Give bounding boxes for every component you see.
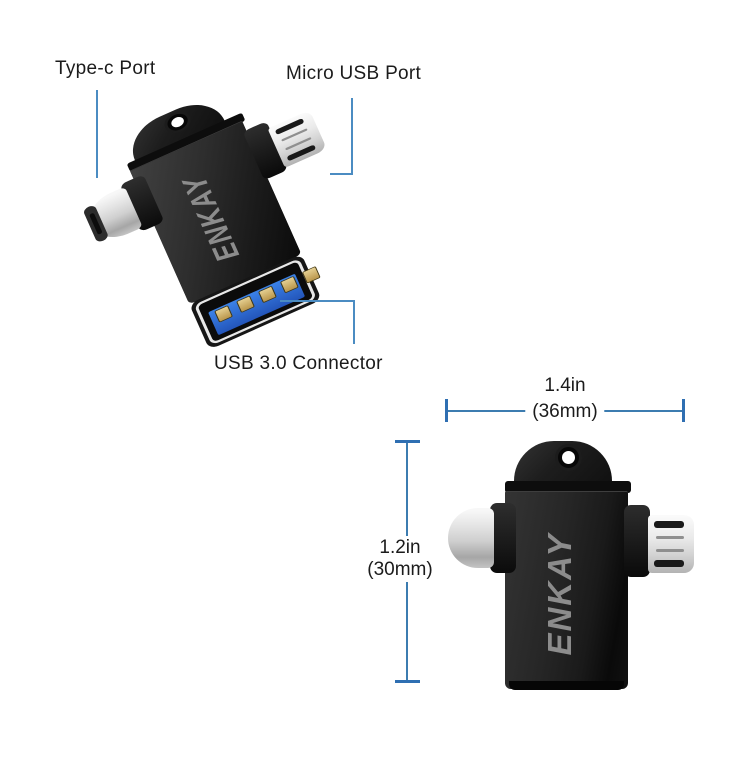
adapter-body [505, 491, 628, 689]
height-dimension: 1.2in (30mm) [353, 440, 447, 683]
dimension-tick [395, 680, 420, 683]
width-inches-label: 1.4in [544, 375, 586, 396]
dimension-tick [445, 399, 448, 422]
type-c-port-label: Type-c Port [55, 58, 156, 79]
adapter-body-bottom-edge [509, 681, 624, 690]
type-c-collar [490, 503, 516, 573]
type-c-callout-line [96, 90, 98, 178]
height-inches-label: 1.2in [360, 536, 440, 560]
type-c-plug [448, 508, 494, 568]
micro-usb-port-label: Micro USB Port [286, 63, 422, 84]
adapter-upright-view: ENKAY [416, 437, 706, 759]
lanyard-tab-base [505, 481, 631, 493]
brand-logo: ENKAY [541, 532, 578, 656]
micro-usb-slot [654, 521, 684, 528]
usb3-callout-line-vertical [353, 300, 355, 344]
micro-usb-callout-line-vertical [351, 98, 353, 175]
dimension-tick [395, 440, 420, 443]
usb3-connector-label: USB 3.0 Connector [214, 353, 383, 374]
lanyard-hole [558, 447, 579, 468]
width-mm-label: (36mm) [525, 401, 605, 423]
micro-usb-callout-line-horizontal [330, 173, 353, 175]
adapter-tilted-view: ENKAY [32, 52, 394, 388]
dimension-tick [682, 399, 685, 422]
usb-pin [301, 266, 321, 284]
micro-usb-seam [656, 549, 684, 552]
micro-usb-slot [654, 560, 684, 567]
micro-usb-seam [656, 536, 684, 539]
width-dimension: 1.4in (36mm) [445, 375, 685, 425]
height-mm-label: (30mm) [353, 558, 447, 582]
usb3-callout-line-horizontal [280, 300, 355, 302]
micro-usb-collar [624, 505, 650, 577]
